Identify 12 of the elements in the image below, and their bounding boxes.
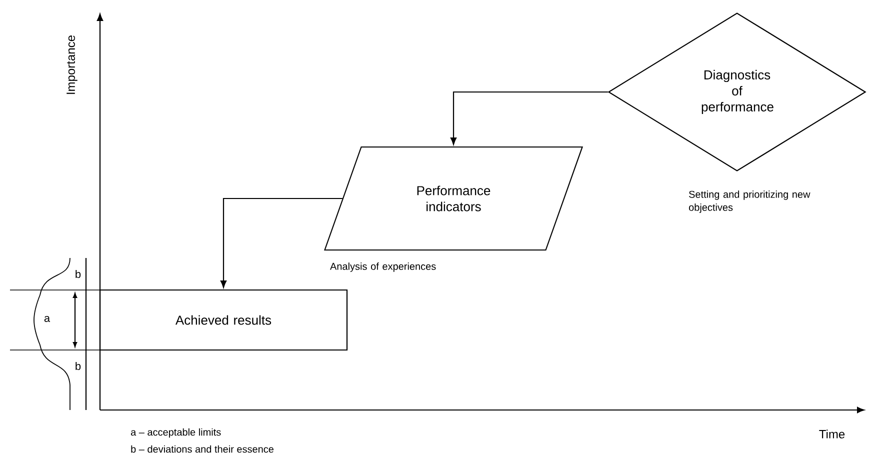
- key-text: b – deviations and their essence: [131, 445, 274, 453]
- axis-label: Time: [819, 430, 845, 438]
- node-label: Analysis of experiences: [330, 262, 436, 272]
- key-text: a – acceptable limits: [130, 428, 221, 438]
- axis-label: Importance: [66, 36, 78, 94]
- limit-letter: b: [76, 270, 81, 278]
- result-box: Achieved results: [99, 289, 348, 351]
- arrow: [220, 198, 342, 288]
- node-label: Setting and prioritizing new objectives: [688, 190, 810, 213]
- limit-letter: a: [44, 316, 50, 322]
- arrow: [450, 91, 608, 145]
- limit-letter: b: [76, 362, 81, 370]
